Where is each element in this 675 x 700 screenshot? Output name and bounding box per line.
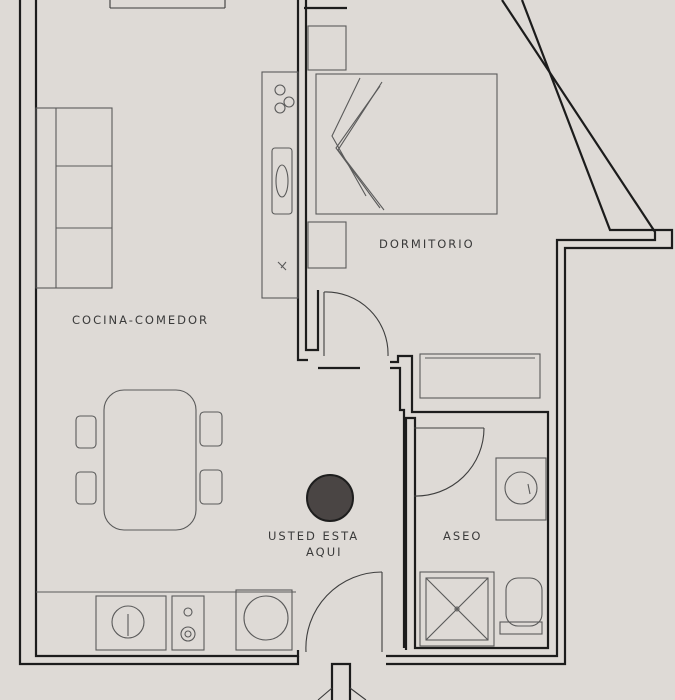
door-entrance bbox=[305, 571, 383, 653]
label-bedroom: DORMITORIO bbox=[379, 237, 475, 251]
kitchen-units bbox=[36, 589, 296, 651]
shower bbox=[419, 571, 495, 647]
marker-label-line2: AQUI bbox=[306, 545, 343, 559]
dining-table bbox=[75, 389, 223, 531]
you-are-here-marker bbox=[306, 474, 354, 522]
outer-walls bbox=[18, 0, 674, 666]
bed bbox=[315, 73, 498, 215]
door-bathroom bbox=[413, 427, 485, 497]
toilet bbox=[499, 577, 543, 635]
bath-sink bbox=[495, 457, 547, 521]
label-bathroom: ASEO bbox=[443, 529, 483, 543]
label-kitchen-dining: COCINA-COMEDOR bbox=[72, 313, 209, 327]
entrance-stub bbox=[330, 662, 352, 700]
marker-label-line1: USTED ESTA bbox=[268, 529, 359, 543]
kitchen-counter bbox=[261, 71, 299, 299]
door-bedroom bbox=[323, 291, 389, 357]
sofa bbox=[35, 107, 113, 289]
wardrobe bbox=[419, 353, 541, 399]
nightstand-bottom bbox=[307, 221, 347, 269]
nightstand-top bbox=[307, 25, 347, 71]
